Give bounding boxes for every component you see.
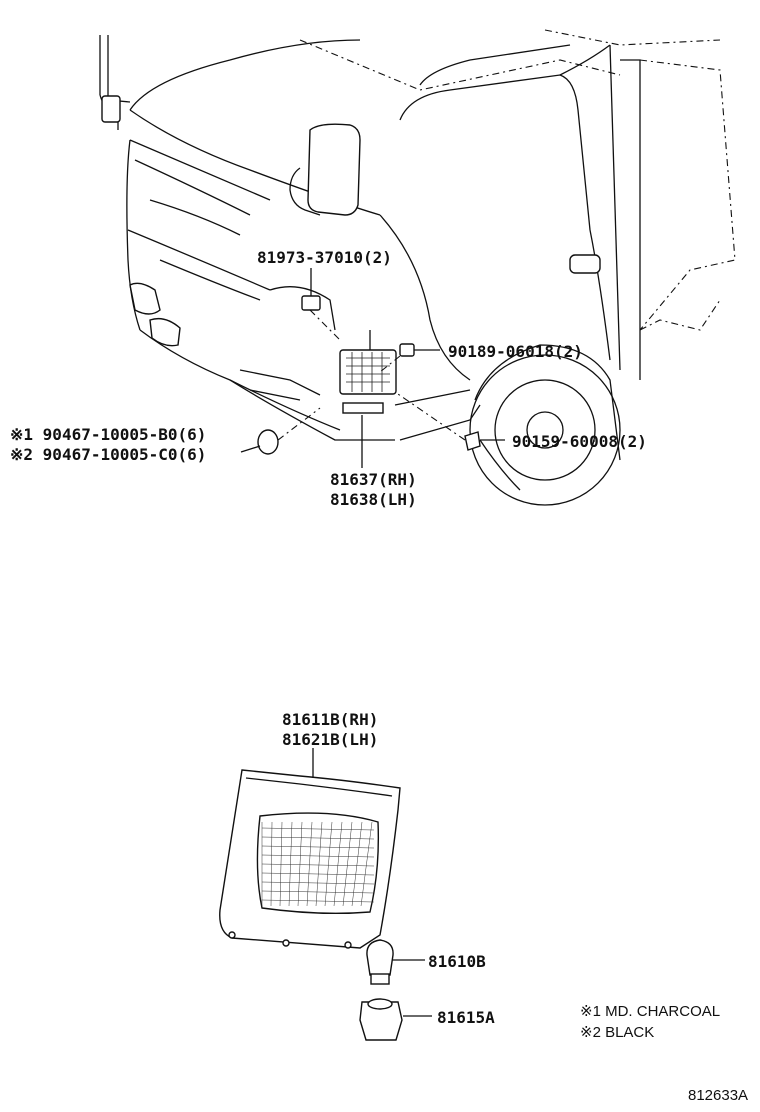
label-socket: 81615A <box>437 1008 495 1027</box>
label-bolt-90159: 90159-60008(2) <box>512 432 647 451</box>
bolt-90159-icon <box>464 431 481 451</box>
legend-item-2: ※2 BLACK <box>580 1024 654 1041</box>
label-plug-note2: ※2 90467-10005-C0(6) <box>10 445 206 464</box>
label-plug-note1: ※1 90467-10005-B0(6) <box>10 425 206 444</box>
leader-lines-upper <box>240 268 505 468</box>
clip-81973-icon <box>301 295 321 311</box>
label-clip-81973: 81973-37010(2) <box>257 248 392 267</box>
socket-81615A-icon <box>359 998 403 1041</box>
label-lens-lh: 81621B(LH) <box>282 730 378 749</box>
label-screw-90189: 90189-06018(2) <box>448 342 583 361</box>
bulb-81610B-icon <box>366 939 394 985</box>
screw-90189-icon <box>399 343 415 357</box>
plug-90467-icon <box>257 429 279 455</box>
label-lens-rh: 81611B(RH) <box>282 710 378 729</box>
label-lamp-assy-lh: 81638(LH) <box>330 490 417 509</box>
label-bulb: 81610B <box>428 952 486 971</box>
diagram-code: 812633A <box>688 1087 748 1104</box>
legend-item-1: ※1 MD. CHARCOAL <box>580 1003 720 1020</box>
leader-lines-lower <box>312 748 432 1017</box>
corner-lamp-assembly-small <box>339 349 397 414</box>
truck-cab-illustration <box>99 29 736 506</box>
lens-81611B-icon <box>219 769 401 949</box>
label-lamp-assy-rh: 81637(RH) <box>330 470 417 489</box>
